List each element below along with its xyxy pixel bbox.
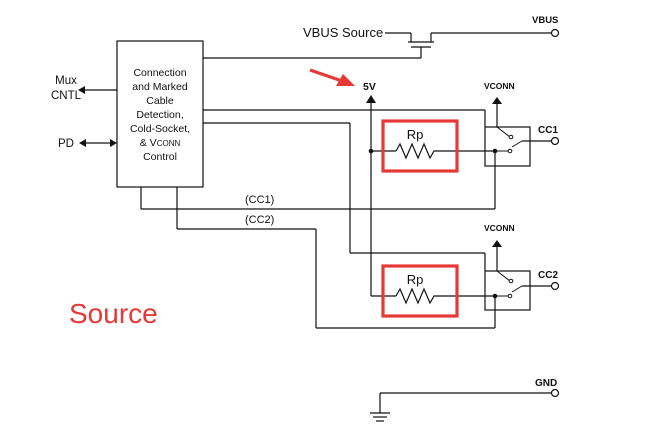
control-line-5: Cold-Socket,: [130, 123, 190, 135]
vconn-top-arrow-icon: [492, 97, 502, 104]
cc1-switch-blade: [511, 140, 523, 148]
control-line-7: Control: [143, 151, 177, 163]
vconn-bottom-label: VCONN: [484, 223, 515, 233]
cc1-switch-contact-a: [508, 134, 514, 140]
cc2-switch-contact-a: [508, 278, 514, 284]
mux-arrow-icon: [78, 86, 85, 94]
rp-top-highlight-box: [381, 119, 459, 173]
control-line-2: and Marked: [132, 81, 188, 93]
cc2-terminal: [550, 281, 560, 291]
control-block: [116, 40, 204, 188]
cc1-switch-upper: [496, 126, 511, 138]
cc2-switch-upper: [496, 270, 511, 282]
five-v-label: 5V: [363, 81, 376, 93]
cc2-switch-contact-b: [507, 293, 513, 299]
control-line-3: Cable: [146, 95, 174, 107]
control-line-1: Connection: [133, 67, 186, 79]
source-caption: Source: [69, 298, 158, 329]
pd-label: PD: [58, 138, 74, 150]
vbus-terminal: [550, 28, 560, 38]
vbus-source-label: VBUS Source: [303, 25, 383, 40]
rp-bottom-label: Rp: [407, 272, 424, 287]
cc1-wire-label: (CC1): [245, 194, 274, 206]
vconn-top-label: VCONN: [484, 81, 515, 91]
rp-top-resistor: [395, 142, 438, 160]
rp-top-label: Rp: [407, 127, 424, 142]
vconn-bottom-arrow-icon: [492, 240, 502, 247]
cc1-switch-box: [484, 126, 531, 167]
cc2-switch-box: [484, 270, 531, 311]
cc1-label: CC1: [538, 125, 558, 136]
control-line-4: Detection,: [136, 109, 183, 121]
cc1-terminal: [550, 136, 560, 146]
control-line-6: & VCONN: [140, 137, 181, 149]
highlight-arrow-icon: [336, 74, 355, 86]
pd-arrow-left-icon: [79, 139, 86, 147]
rp-bottom-resistor: [395, 287, 438, 305]
five-v-arrow-icon: [366, 95, 376, 103]
rp-bottom-highlight-box: [381, 264, 459, 318]
mux-label: Mux: [55, 75, 77, 87]
pd-arrow-right-icon: [110, 139, 117, 147]
cntl-label: CNTL: [51, 90, 82, 102]
gnd-terminal: [550, 388, 560, 398]
cc2-wire-label: (CC2): [245, 214, 274, 226]
cc1-switch-contact-b: [507, 148, 513, 154]
cc2-switch-blade: [511, 285, 523, 293]
highlight-arrow-shaft: [309, 68, 346, 84]
gnd-label: GND: [535, 378, 557, 389]
cc2-label: CC2: [538, 270, 558, 281]
vbus-label: VBUS: [532, 15, 558, 26]
